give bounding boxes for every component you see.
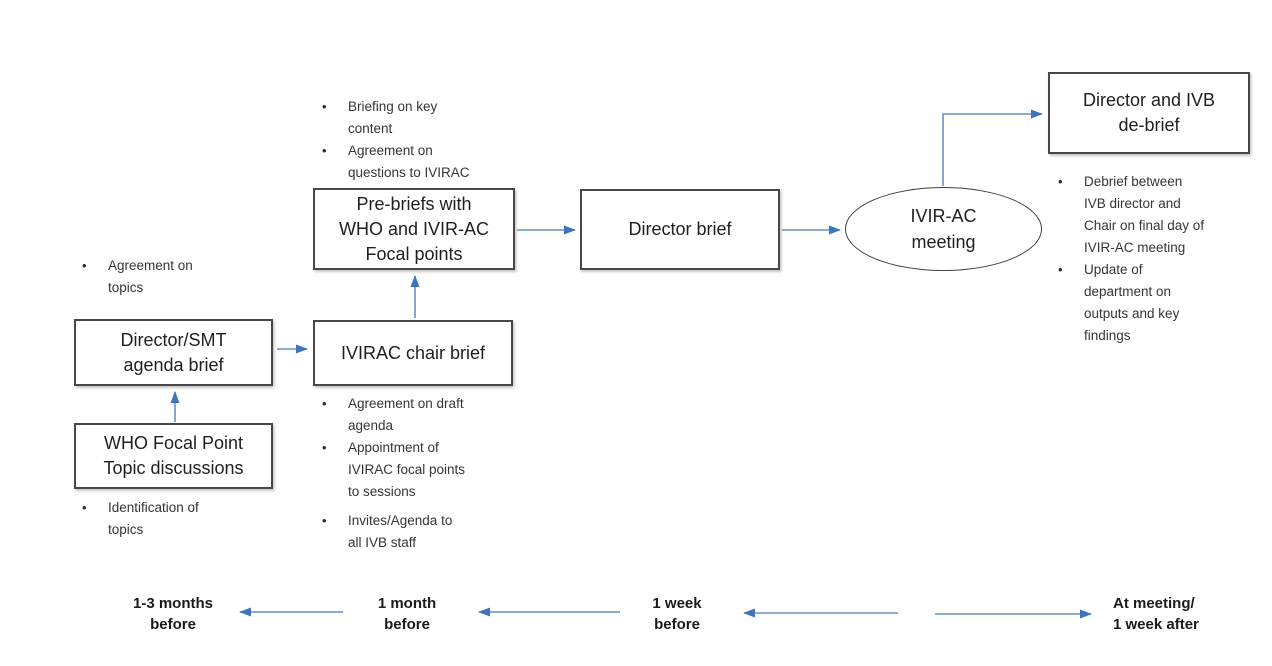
bullet-icon: • [82, 258, 87, 273]
bullet-list-who-notes: • Identification of topics [82, 497, 272, 541]
box-director-brief: Director brief [580, 189, 780, 270]
bullet-text: Identification of topics [108, 500, 199, 537]
bullet-text: Appointment of IVIRAC focal points to se… [348, 440, 466, 499]
bullet-icon: • [322, 143, 327, 158]
bullet-icon: • [1058, 262, 1063, 277]
bullet-text: Agreement on topics [108, 258, 193, 295]
timeline-label-at-meeting-1-week-after: At meeting/ 1 week after [1113, 595, 1199, 633]
bullet-icon: • [82, 500, 87, 515]
box-prebriefs-focal-points: Pre-briefs with WHO and IVIR-AC Focal po… [313, 188, 515, 270]
timeline-label-1-3-months-before: 1-3 months before [132, 595, 213, 633]
list-item: • Invites/Agenda to all IVB staff [322, 510, 517, 554]
bullet-list-prebrief-notes: • Briefing on key content • Agreement on… [322, 96, 512, 184]
box-ivirac-chair-brief: IVIRAC chair brief [313, 320, 513, 386]
list-item: • Update of department on outputs and ke… [1058, 259, 1258, 347]
list-item: • Identification of topics [82, 497, 272, 541]
bullet-text: Agreement on draft agenda [348, 396, 464, 433]
list-item: • Agreement on draft agenda [322, 393, 517, 437]
list-item: • Agreement on questions to IVIRAC [322, 140, 512, 184]
bullet-text: Invites/Agenda to all IVB staff [348, 513, 453, 550]
timeline-label-1-week-before: 1 week before [652, 595, 702, 633]
bullet-list-chair-brief-notes: • Agreement on draft agenda • Appointmen… [322, 393, 517, 554]
bullet-icon: • [1058, 174, 1063, 189]
bullet-list-smt-notes: • Agreement on topics [82, 255, 262, 299]
bullet-icon: • [322, 440, 327, 455]
list-item: • Debrief between IVB director and Chair… [1058, 171, 1258, 259]
box-director-ivb-debrief: Director and IVB de-brief [1048, 72, 1250, 154]
ellipse-ivirac-meeting: IVIR-AC meeting [845, 187, 1042, 271]
box-who-focal-point-topic-discussions: WHO Focal Point Topic discussions [74, 423, 273, 489]
list-item: • Briefing on key content [322, 96, 512, 140]
bullet-icon: • [322, 396, 327, 411]
bullet-text: Debrief between IVB director and Chair o… [1084, 174, 1205, 255]
bullet-text: Briefing on key content [348, 99, 438, 136]
bullet-text: Agreement on questions to IVIRAC [348, 143, 470, 180]
timeline-label-1-month-before: 1 month before [377, 595, 437, 633]
bullet-list-debrief-notes: • Debrief between IVB director and Chair… [1058, 171, 1258, 347]
box-director-smt-agenda-brief: Director/SMT agenda brief [74, 319, 273, 386]
arrow-meeting-to-debrief [942, 109, 1043, 186]
list-item: • Appointment of IVIRAC focal points to … [322, 437, 517, 503]
list-item: • Agreement on topics [82, 255, 262, 299]
bullet-text: Update of department on outputs and key … [1084, 262, 1180, 343]
bullet-icon: • [322, 513, 327, 528]
bullet-icon: • [322, 99, 327, 114]
